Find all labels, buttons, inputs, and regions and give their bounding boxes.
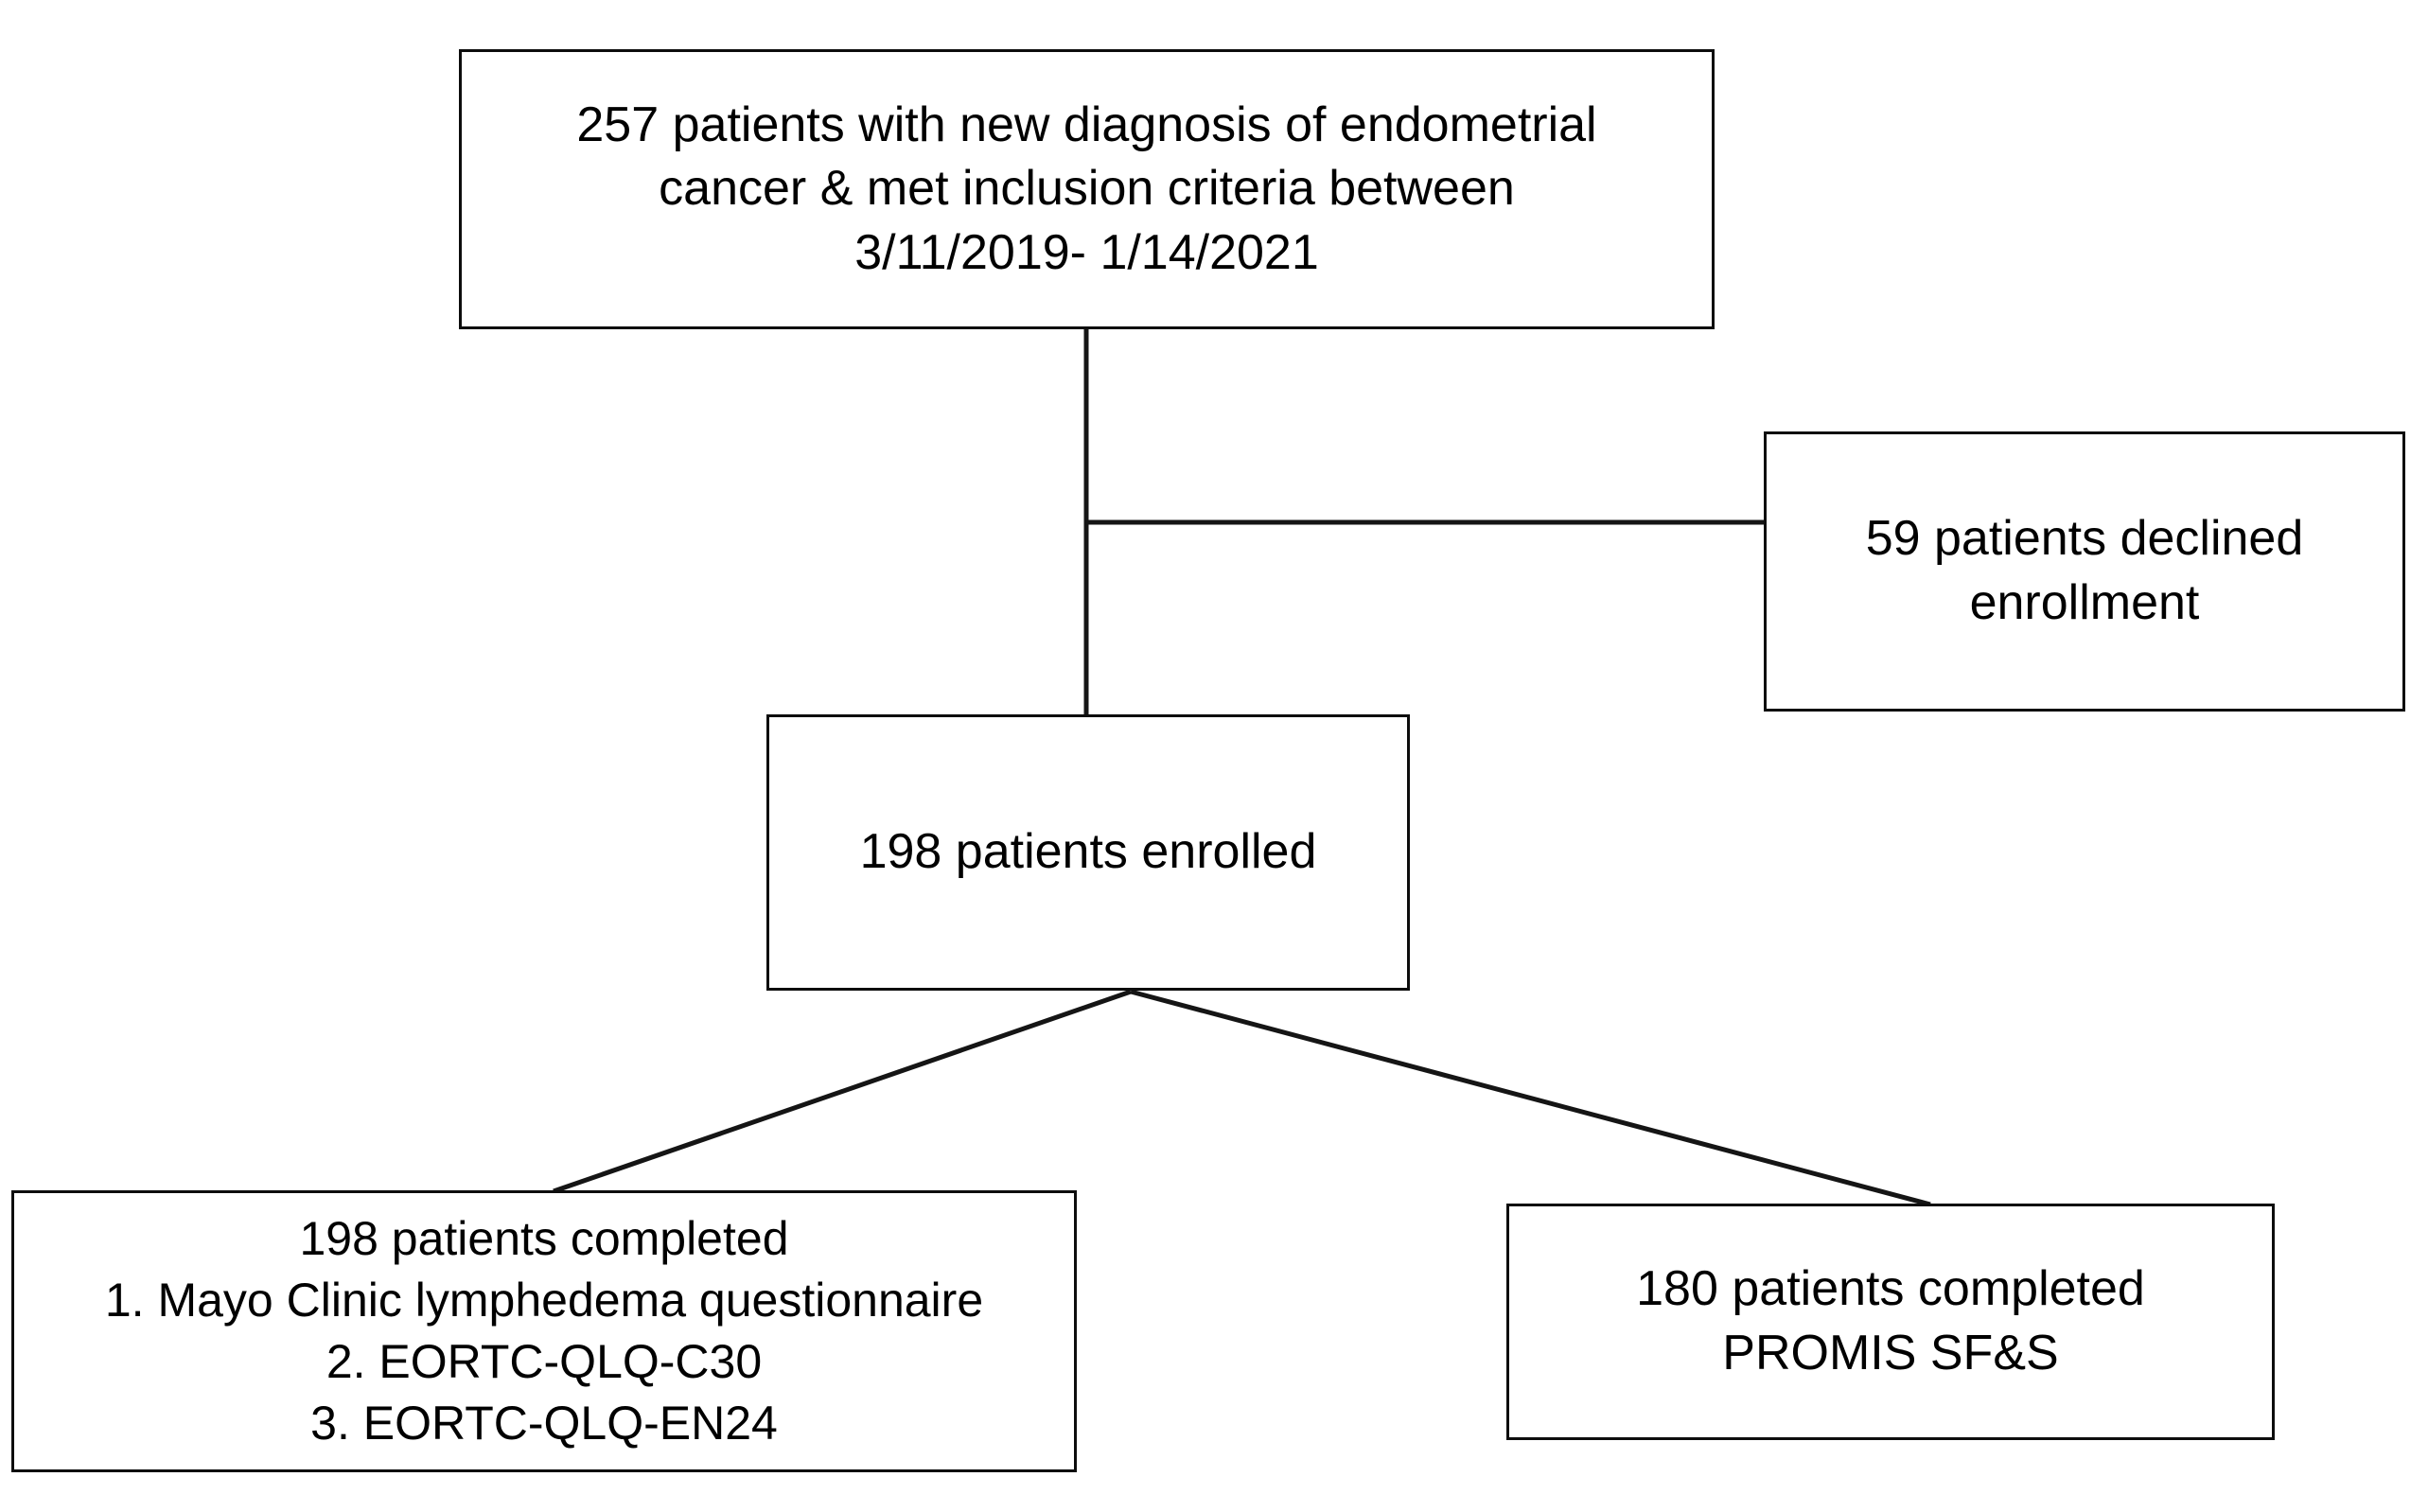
node-enrolled-patients: 198 patients enrolled [766,714,1410,991]
node-screened-line-3: 3/11/2019- 1/14/2021 [854,224,1319,280]
node-declined-line-2: enrollment [1969,575,2200,630]
node-completed-questionnaires-line-4: 3. EORTC-QLQ-EN24 [310,1397,778,1450]
node-enrolled-line-1: 198 patients enrolled [859,824,1317,880]
edge-enrolled-to-completed-questionnaires [553,989,1132,1194]
node-completed-questionnaires-line-3: 2. EORTC-QLQ-C30 [325,1335,763,1388]
edge-enrolled-to-completed-promis [1130,989,1931,1207]
node-completed-promis-line-1: 180 patients completed [1636,1261,2145,1317]
node-declined-line-1: 59 patients declined [1865,511,2304,567]
node-declined-enrollment: 59 patients declined enrollment [1764,431,2405,712]
node-completed-questionnaires-line-1: 198 patients completed [299,1212,789,1265]
node-completed-promis-line-2: PROMIS SF&S [1722,1326,2059,1380]
node-completed-questionnaires: 198 patients completed 1. Mayo Clinic ly… [11,1190,1077,1472]
node-screened-line-1: 257 patients with new diagnosis of endom… [576,97,1597,152]
node-screened-patients: 257 patients with new diagnosis of endom… [459,49,1715,329]
node-completed-questionnaires-line-2: 1. Mayo Clinic lymphedema questionnaire [104,1274,984,1327]
node-screened-line-2: cancer & met inclusion criteria between [659,161,1515,217]
node-completed-promis: 180 patients completed PROMIS SF&S [1506,1204,2275,1440]
